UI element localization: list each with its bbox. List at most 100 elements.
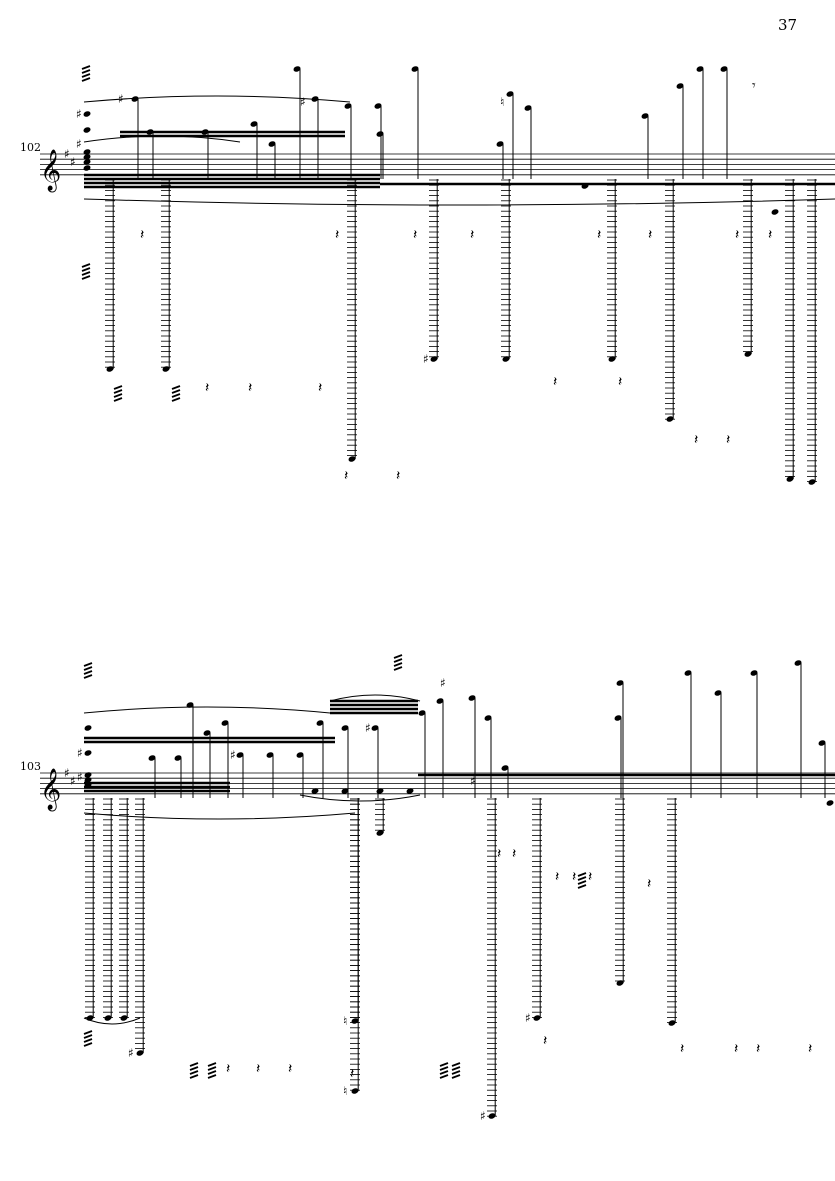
sharp-icon: ♯	[128, 1046, 134, 1060]
note-head	[502, 356, 510, 362]
note-head	[376, 830, 384, 836]
note-head	[581, 183, 589, 189]
tremolo-icon	[577, 880, 587, 885]
note-head	[83, 127, 91, 133]
note-head	[83, 149, 91, 155]
quarter-rest-icon: 𝄽	[226, 1061, 230, 1077]
tremolo-icon	[207, 1074, 217, 1079]
sharp-icon: ♯	[76, 137, 82, 151]
slur	[83, 706, 331, 714]
natural-icon: ♮	[343, 1014, 347, 1028]
note-head	[684, 670, 692, 676]
tremolo-icon	[83, 1042, 93, 1047]
note-head	[468, 695, 476, 701]
note-head	[524, 105, 532, 111]
note-head	[316, 720, 324, 726]
tremolo-icon	[113, 389, 123, 394]
tremolo-icon	[439, 1062, 449, 1067]
note-head	[344, 103, 352, 109]
sharp-icon: ♯	[440, 676, 446, 690]
quarter-rest-icon: 𝄽	[413, 227, 417, 243]
tremolo-icon	[83, 1030, 93, 1035]
note-head	[506, 91, 514, 97]
quarter-rest-icon: 𝄽	[248, 380, 252, 396]
quarter-rest-icon: 𝄽	[470, 227, 474, 243]
slur	[83, 198, 835, 206]
tremolo-icon	[393, 666, 403, 671]
note-head	[696, 66, 704, 72]
tremolo-icon	[207, 1066, 217, 1071]
note-head	[411, 66, 419, 72]
sharp-icon: ♯	[365, 721, 371, 735]
note-head	[406, 788, 414, 794]
sharp-icon: ♯	[77, 770, 83, 784]
quarter-rest-icon: 𝄽	[647, 876, 651, 892]
note-head	[720, 66, 728, 72]
note-head	[818, 740, 826, 746]
measure-number-102: 102	[20, 141, 41, 154]
tremolo-icon	[577, 876, 587, 881]
quarter-rest-icon: 𝄽	[588, 869, 592, 885]
note-head	[808, 479, 816, 485]
tremolo-icon	[81, 263, 91, 268]
slur	[299, 794, 421, 802]
tremolo-icon	[393, 654, 403, 659]
note-head	[131, 96, 139, 102]
sharp-icon: ♯	[76, 107, 82, 121]
quarter-rest-icon: 𝄽	[756, 1041, 760, 1057]
note-head	[371, 725, 379, 731]
note-head	[676, 83, 684, 89]
tremolo-icon	[81, 271, 91, 276]
quarter-rest-icon: 𝄽	[335, 227, 339, 243]
quarter-rest-icon: 𝄽	[680, 1041, 684, 1057]
note-head	[136, 1050, 144, 1056]
note-head	[83, 154, 91, 160]
sharp-icon: ♯	[230, 748, 236, 762]
quarter-rest-icon: 𝄽	[768, 227, 772, 243]
note-head	[668, 1020, 676, 1026]
tremolo-icon	[207, 1070, 217, 1075]
tremolo-icon	[451, 1070, 461, 1075]
quarter-rest-icon: 𝄽	[344, 468, 348, 484]
measure-number-103: 103	[20, 760, 41, 773]
tremolo-icon	[171, 385, 181, 390]
page-number: 37	[778, 16, 798, 34]
system-102: 𝄞♯♯♯♯♮♯♯♯𝄽𝄽𝄽𝄽𝄽𝄽𝄽𝄽𝄽𝄽𝄽𝄽𝄽𝄽𝄽𝄽𝄽𝄾	[40, 65, 835, 485]
sharp-icon: ♯	[300, 95, 306, 109]
note-head	[744, 351, 752, 357]
tremolo-icon	[439, 1066, 449, 1071]
note-head	[83, 111, 91, 117]
note-head	[120, 1015, 128, 1021]
quarter-rest-icon: 𝄽	[735, 227, 739, 243]
slur	[83, 1017, 141, 1025]
tremolo-icon	[83, 1038, 93, 1043]
sharp-icon: ♯	[64, 147, 70, 161]
tremolo-icon	[81, 77, 91, 82]
tremolo-icon	[171, 397, 181, 402]
quarter-rest-icon: 𝄽	[618, 374, 622, 390]
note-head	[488, 1113, 496, 1119]
note-head	[293, 66, 301, 72]
natural-icon: ♮	[500, 95, 504, 109]
note-head	[341, 725, 349, 731]
note-head	[266, 752, 274, 758]
note-head	[484, 715, 492, 721]
tremolo-icon	[171, 393, 181, 398]
note-head	[296, 752, 304, 758]
tremolo-icon	[207, 1062, 217, 1067]
tremolo-icon	[113, 397, 123, 402]
quarter-rest-icon: 𝄽	[648, 227, 652, 243]
note-head	[84, 750, 92, 756]
quarter-rest-icon: 𝄽	[694, 432, 698, 448]
tremolo-icon	[189, 1070, 199, 1075]
tremolo-icon	[189, 1066, 199, 1071]
note-head	[533, 1015, 541, 1021]
note-head	[84, 725, 92, 731]
tremolo-icon	[83, 662, 93, 667]
quarter-rest-icon: 𝄽	[512, 846, 516, 862]
note-head	[376, 131, 384, 137]
note-head	[148, 755, 156, 761]
note-head	[236, 752, 244, 758]
quarter-rest-icon: 𝄽	[256, 1061, 260, 1077]
tremolo-icon	[83, 1034, 93, 1039]
